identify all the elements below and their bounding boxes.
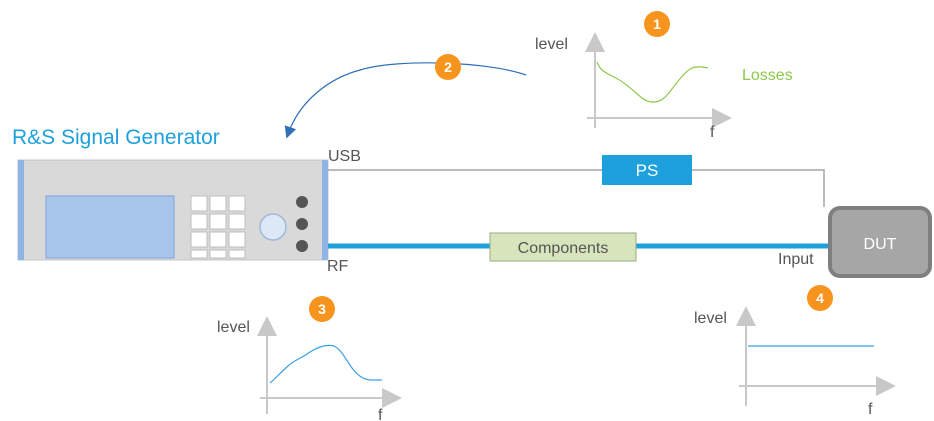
usb-label: USB [328, 148, 361, 165]
generator-y-label: level [217, 319, 250, 336]
dut-box [828, 206, 932, 278]
generator-level-graph: level f [217, 316, 402, 421]
svg-text:4: 4 [816, 290, 824, 306]
generator-title: R&S Signal Generator [12, 126, 220, 149]
generator-connector-1 [296, 196, 308, 208]
input-label: Input [778, 251, 814, 268]
losses-x-label: f [710, 124, 715, 141]
generator-connector-3 [296, 240, 308, 252]
svg-text:3: 3 [318, 301, 326, 317]
losses-graph: level f Losses [535, 32, 793, 141]
feedback-arrow [284, 62, 527, 139]
usb-cable [328, 169, 825, 207]
badge-1: 1 [644, 11, 670, 37]
losses-series-label: Losses [742, 67, 793, 84]
svg-text:1: 1 [653, 16, 661, 32]
svg-text:2: 2 [444, 59, 452, 75]
losses-curve [596, 61, 709, 103]
dut-label: DUT [864, 236, 897, 253]
generator-screen [45, 195, 175, 259]
badge-2: 2 [435, 54, 461, 80]
generator-level-curve [269, 344, 382, 384]
generator-left-rail [18, 160, 24, 260]
generator-connector-2 [296, 218, 308, 230]
components-label: Components [518, 240, 609, 257]
input-level-graph: level f [694, 306, 896, 418]
rf-label: RF [327, 258, 349, 275]
generator-right-rail [322, 160, 328, 260]
losses-y-label: level [535, 36, 568, 53]
power-sensor-box [602, 155, 692, 185]
generator-keypad [190, 195, 246, 259]
components-box [489, 232, 637, 262]
badge-4: 4 [807, 285, 833, 311]
signal-generator [17, 159, 329, 261]
power-sensor-label: PS [636, 161, 659, 180]
input-x-label: f [868, 401, 873, 418]
generator-knob [259, 213, 287, 241]
input-y-label: level [694, 310, 727, 327]
badge-3: 3 [309, 296, 335, 322]
generator-x-label: f [378, 407, 383, 421]
